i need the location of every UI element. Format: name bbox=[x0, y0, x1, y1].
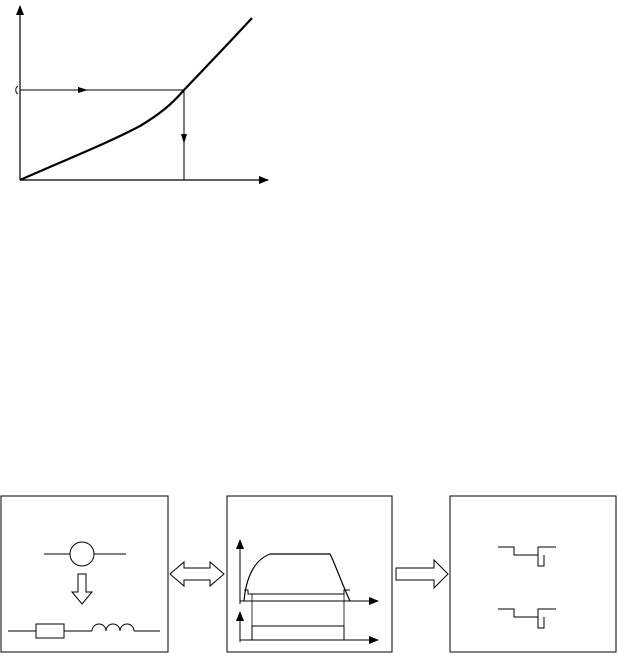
horizontal-arrow-icon bbox=[78, 87, 88, 93]
component-model-panel bbox=[0, 495, 169, 653]
logic-signal-panel bbox=[449, 495, 617, 653]
step-signal-lower bbox=[498, 608, 556, 629]
step-signal-upper bbox=[498, 546, 556, 567]
down-hollow-arrow-icon bbox=[70, 573, 94, 605]
waveform-baseline bbox=[244, 589, 350, 595]
waveform-panel bbox=[226, 495, 393, 653]
resistor-icon bbox=[35, 623, 65, 639]
vertical-arrow-icon bbox=[181, 134, 187, 144]
top-curve-plot bbox=[15, 5, 269, 184]
characteristic-curve bbox=[19, 17, 253, 182]
bidirectional-hollow-arrow bbox=[169, 560, 225, 588]
inductor-icon bbox=[91, 623, 135, 632]
y-axis-tick-mark bbox=[15, 85, 19, 95]
transient-current-waveform bbox=[243, 553, 351, 602]
right-hollow-arrow bbox=[395, 558, 449, 590]
circle-element-icon bbox=[69, 541, 95, 567]
pulse-waveform bbox=[251, 625, 345, 640]
